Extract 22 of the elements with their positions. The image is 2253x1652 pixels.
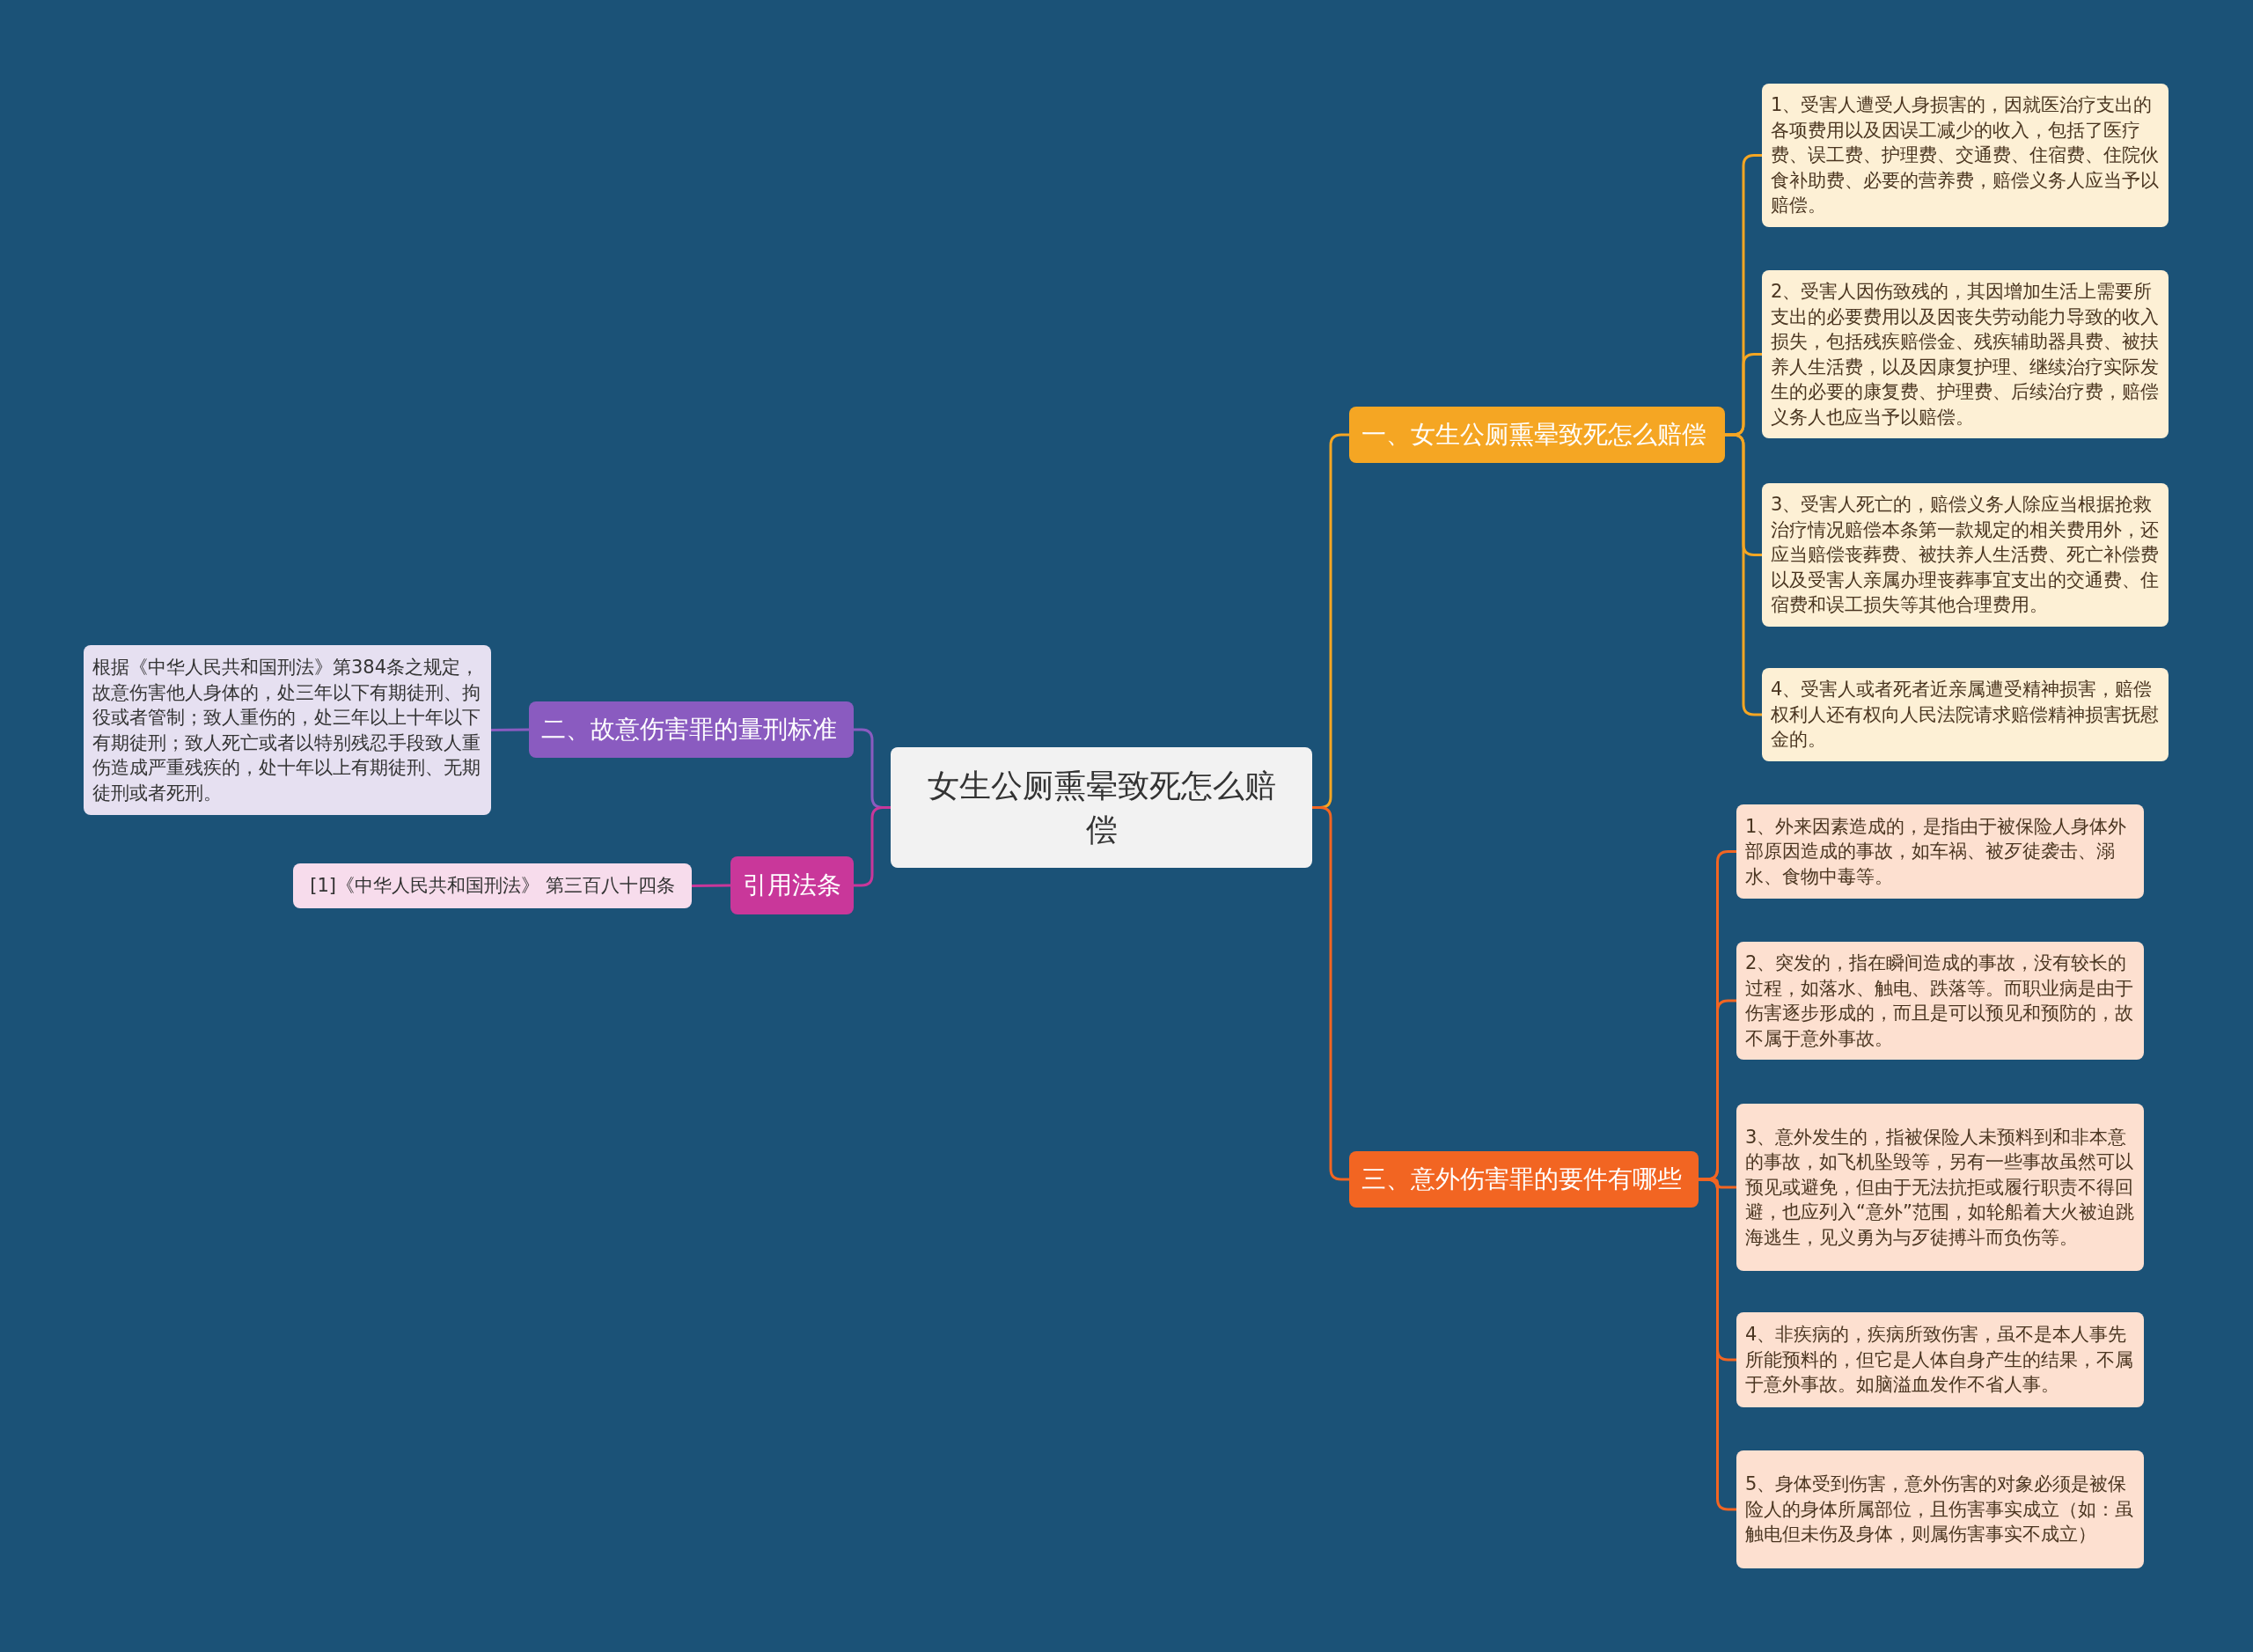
note-box: 1、外来因素造成的，是指由于被保险人身体外部原因造成的事故，如车祸、被歹徒袭击、溺水、食物中毒等。 [1736,804,2144,899]
note-box: 2、受害人因伤致残的，其因增加生活上需要所支出的必要费用以及因丧失劳动能力导致的收入损失，包括残疾赔偿金、残疾辅助器具费、被扶养人生活费，以及因康复护理、继续治疗实际发生的必要的康复费、护理费、后续治疗费，赔偿义务人也应当予以赔偿。 [1762,270,2169,438]
note-box: 4、受害人或者死者近亲属遭受精神损害，赔偿权利人还有权向人民法院请求赔偿精神损害抚慰金的。 [1762,668,2169,761]
note-box: [1]《中华人民共和国刑法》 第三百八十四条 [293,863,692,908]
note-box: 1、受害人遭受人身损害的，因就医治疗支出的各项费用以及因误工减少的收入，包括了医疗费、误工费、护理费、交通费、住宿费、住院伙食补助费、必要的营养费，赔偿义务人应当予以赔偿。 [1762,84,2169,227]
branch-box: 引用法条 [730,856,854,914]
connector-line [1699,1178,1736,1511]
branch-box: 一、女生公厕熏晕致死怎么赔偿 [1349,407,1725,463]
connector-line [1725,433,1762,716]
note-box: 根据《中华人民共和国刑法》第384条之规定，故意伤害他人身体的，处三年以下有期徒刑、拘役或者管制；致人重伤的，处三年以上十年以下有期徒刑；致人死亡或者以特别残忍手段致人重伤造成严重残疾的，处十年以上有期徒刑、无期徒刑或者死刑。 [84,645,491,815]
branch-box: 二、故意伤害罪的量刑标准 [529,701,854,758]
note-box: 2、突发的，指在瞬间造成的事故，没有较长的过程，如落水、触电、跌落等。而职业病是由于伤害逐步形成的，而且是可以预见和预防的，故不属于意外事故。 [1736,942,2144,1060]
note-box: 4、非疾病的，疾病所致伤害，虽不是本人事先所能预料的，但它是人体自身产生的结果，不属于意外事故。如脑溢血发作不省人事。 [1736,1312,2144,1407]
branch-box: 三、意外伤害罪的要件有哪些 [1349,1151,1699,1208]
note-box: 5、身体受到伤害，意外伤害的对象必须是被保险人的身体所属部位，且伤害事实成立（如：虽触电但未伤及身体，则属伤害事实不成立） [1736,1450,2144,1568]
note-box: 3、受害人死亡的，赔偿义务人除应当根据抢救治疗情况赔偿本条第一款规定的相关费用外，还应当赔偿丧葬费、被扶养人生活费、死亡补偿费以及受害人亲属办理丧葬事宜支出的交通费、住宿费和误工损失等其他合理费用。 [1762,483,2169,627]
note-box: 3、意外发生的，指被保险人未预料到和非本意的事故，如飞机坠毁等，另有一些事故虽然可以预见或避免，但由于无法抗拒或履行职责不得回避，也应列入“意外”范围，如轮船着大火被迫跳海逃生，见义勇为与歹徒搏斗而负伤等。 [1736,1104,2144,1271]
topic-box: 女生公厕熏晕致死怎么赔偿 [891,747,1312,868]
connector-line [854,806,891,887]
connector-line [692,884,730,887]
connector-line [1312,806,1349,1181]
connector-line [491,728,529,731]
